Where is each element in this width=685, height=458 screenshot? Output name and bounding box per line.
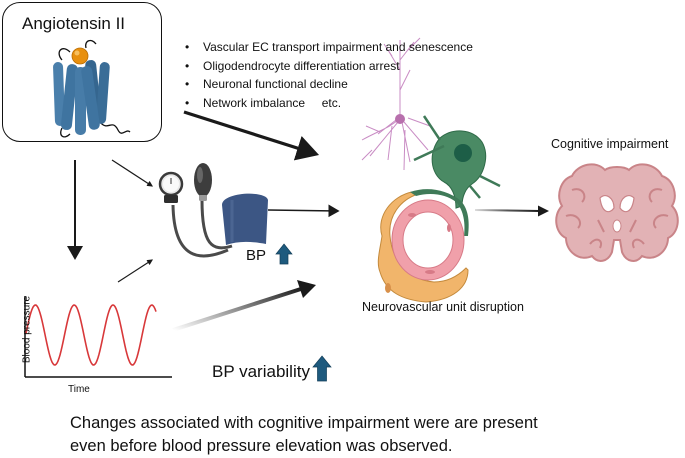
- effect-item: Vascular EC transport impairment and sen…: [183, 38, 473, 57]
- arrow-angio-to-bp: [111, 159, 154, 187]
- bp-label: BP: [246, 247, 267, 264]
- bpv-up-arrow-icon: [312, 355, 332, 382]
- bp-variability-label: BP variability: [212, 362, 310, 381]
- nvu-disruption-label: Neurovascular unit disruption: [362, 300, 524, 314]
- graph-x-label: Time: [68, 384, 90, 395]
- caption-line-1: Changes associated with cognitive impair…: [70, 414, 538, 432]
- brain-coronal-section-icon: [555, 163, 679, 262]
- effect-item: Oligodendrocyte differentiation arrest: [183, 57, 473, 76]
- angiotensin-box: [2, 2, 162, 142]
- effect-item: Neuronal functional decline: [183, 75, 473, 94]
- graph-y-label: Blood pressure: [21, 295, 33, 364]
- arrow-bpv-to-nvu: [172, 286, 305, 332]
- angiotensin-title: Angiotensin II: [22, 14, 126, 33]
- astrocyte-icon: [413, 115, 501, 209]
- bp-variability-graph: [24, 296, 172, 378]
- bp-waveform: [25, 304, 157, 366]
- neurovascular-unit-icon: [377, 189, 469, 303]
- arrow-bpv-to-bp: [117, 259, 154, 283]
- arrow-bp-to-nvu: [267, 204, 340, 218]
- cognitive-impairment-label: Cognitive impairment: [551, 137, 669, 151]
- effects-list: Vascular EC transport impairment and sen…: [183, 38, 473, 112]
- arrow-angio-to-nvu: [183, 110, 320, 161]
- caption: Changes associated with cognitive impair…: [70, 412, 630, 458]
- gpcr-receptor-icon: [53, 39, 131, 138]
- caption-line-2: even before blood pressure elevation was…: [70, 437, 453, 455]
- sphygmomanometer-icon: [158, 163, 268, 258]
- bp-up-arrow-icon: [275, 243, 293, 265]
- arrow-nvu-to-cognitive: [474, 209, 541, 212]
- effect-item: Network imbalance etc.: [183, 94, 473, 113]
